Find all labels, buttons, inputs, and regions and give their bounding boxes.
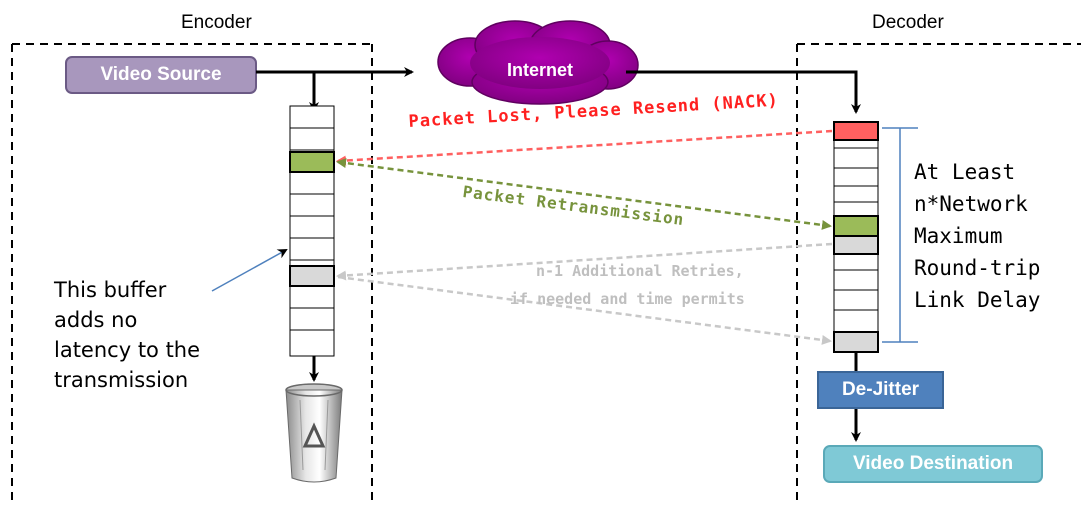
internet-cloud bbox=[437, 20, 639, 105]
de-jitter-label: De-Jitter bbox=[841, 379, 920, 400]
internet-label: Internet bbox=[506, 59, 573, 80]
retry-arrow-lower bbox=[337, 275, 832, 345]
video-source-box bbox=[65, 56, 257, 94]
delay-note-line5: Link Delay bbox=[914, 288, 1041, 312]
video-destination-label: Video Destination bbox=[852, 453, 1014, 474]
flow-arrows bbox=[256, 67, 861, 442]
buffer-note-line4: transmission bbox=[54, 368, 189, 392]
video-source-label: Video Source bbox=[100, 64, 222, 85]
retry-arrow-upper bbox=[336, 242, 833, 281]
video-destination-box bbox=[823, 445, 1043, 483]
retransmission-arrow bbox=[336, 158, 832, 230]
decoder-region bbox=[796, 43, 1081, 505]
nack-arrow bbox=[336, 129, 833, 166]
retries-label-line1: n-1 Additional Retries, bbox=[536, 262, 744, 280]
encoder-buffer bbox=[289, 105, 335, 357]
retries-label-line2: if needed and time permits bbox=[510, 290, 745, 308]
delay-note-line2: n*Network bbox=[914, 192, 1028, 216]
buffer-note-line1: This buffer bbox=[54, 278, 167, 302]
delay-note-line1: At Least bbox=[914, 160, 1016, 184]
decoder-title: Decoder bbox=[872, 12, 944, 33]
buffer-note-leader bbox=[211, 249, 288, 292]
delay-bracket bbox=[882, 127, 918, 343]
de-jitter-box bbox=[817, 371, 944, 409]
delay-note-line4: Round-trip bbox=[914, 256, 1041, 280]
buffer-note-line3: latency to the bbox=[54, 338, 201, 362]
buffer-note-line2: adds no bbox=[54, 308, 138, 332]
delay-note-line3: Maximum bbox=[914, 224, 1003, 248]
decoder-buffer bbox=[833, 121, 879, 353]
encoder-title: Encoder bbox=[181, 12, 252, 33]
recycle-bin-icon bbox=[285, 383, 343, 483]
